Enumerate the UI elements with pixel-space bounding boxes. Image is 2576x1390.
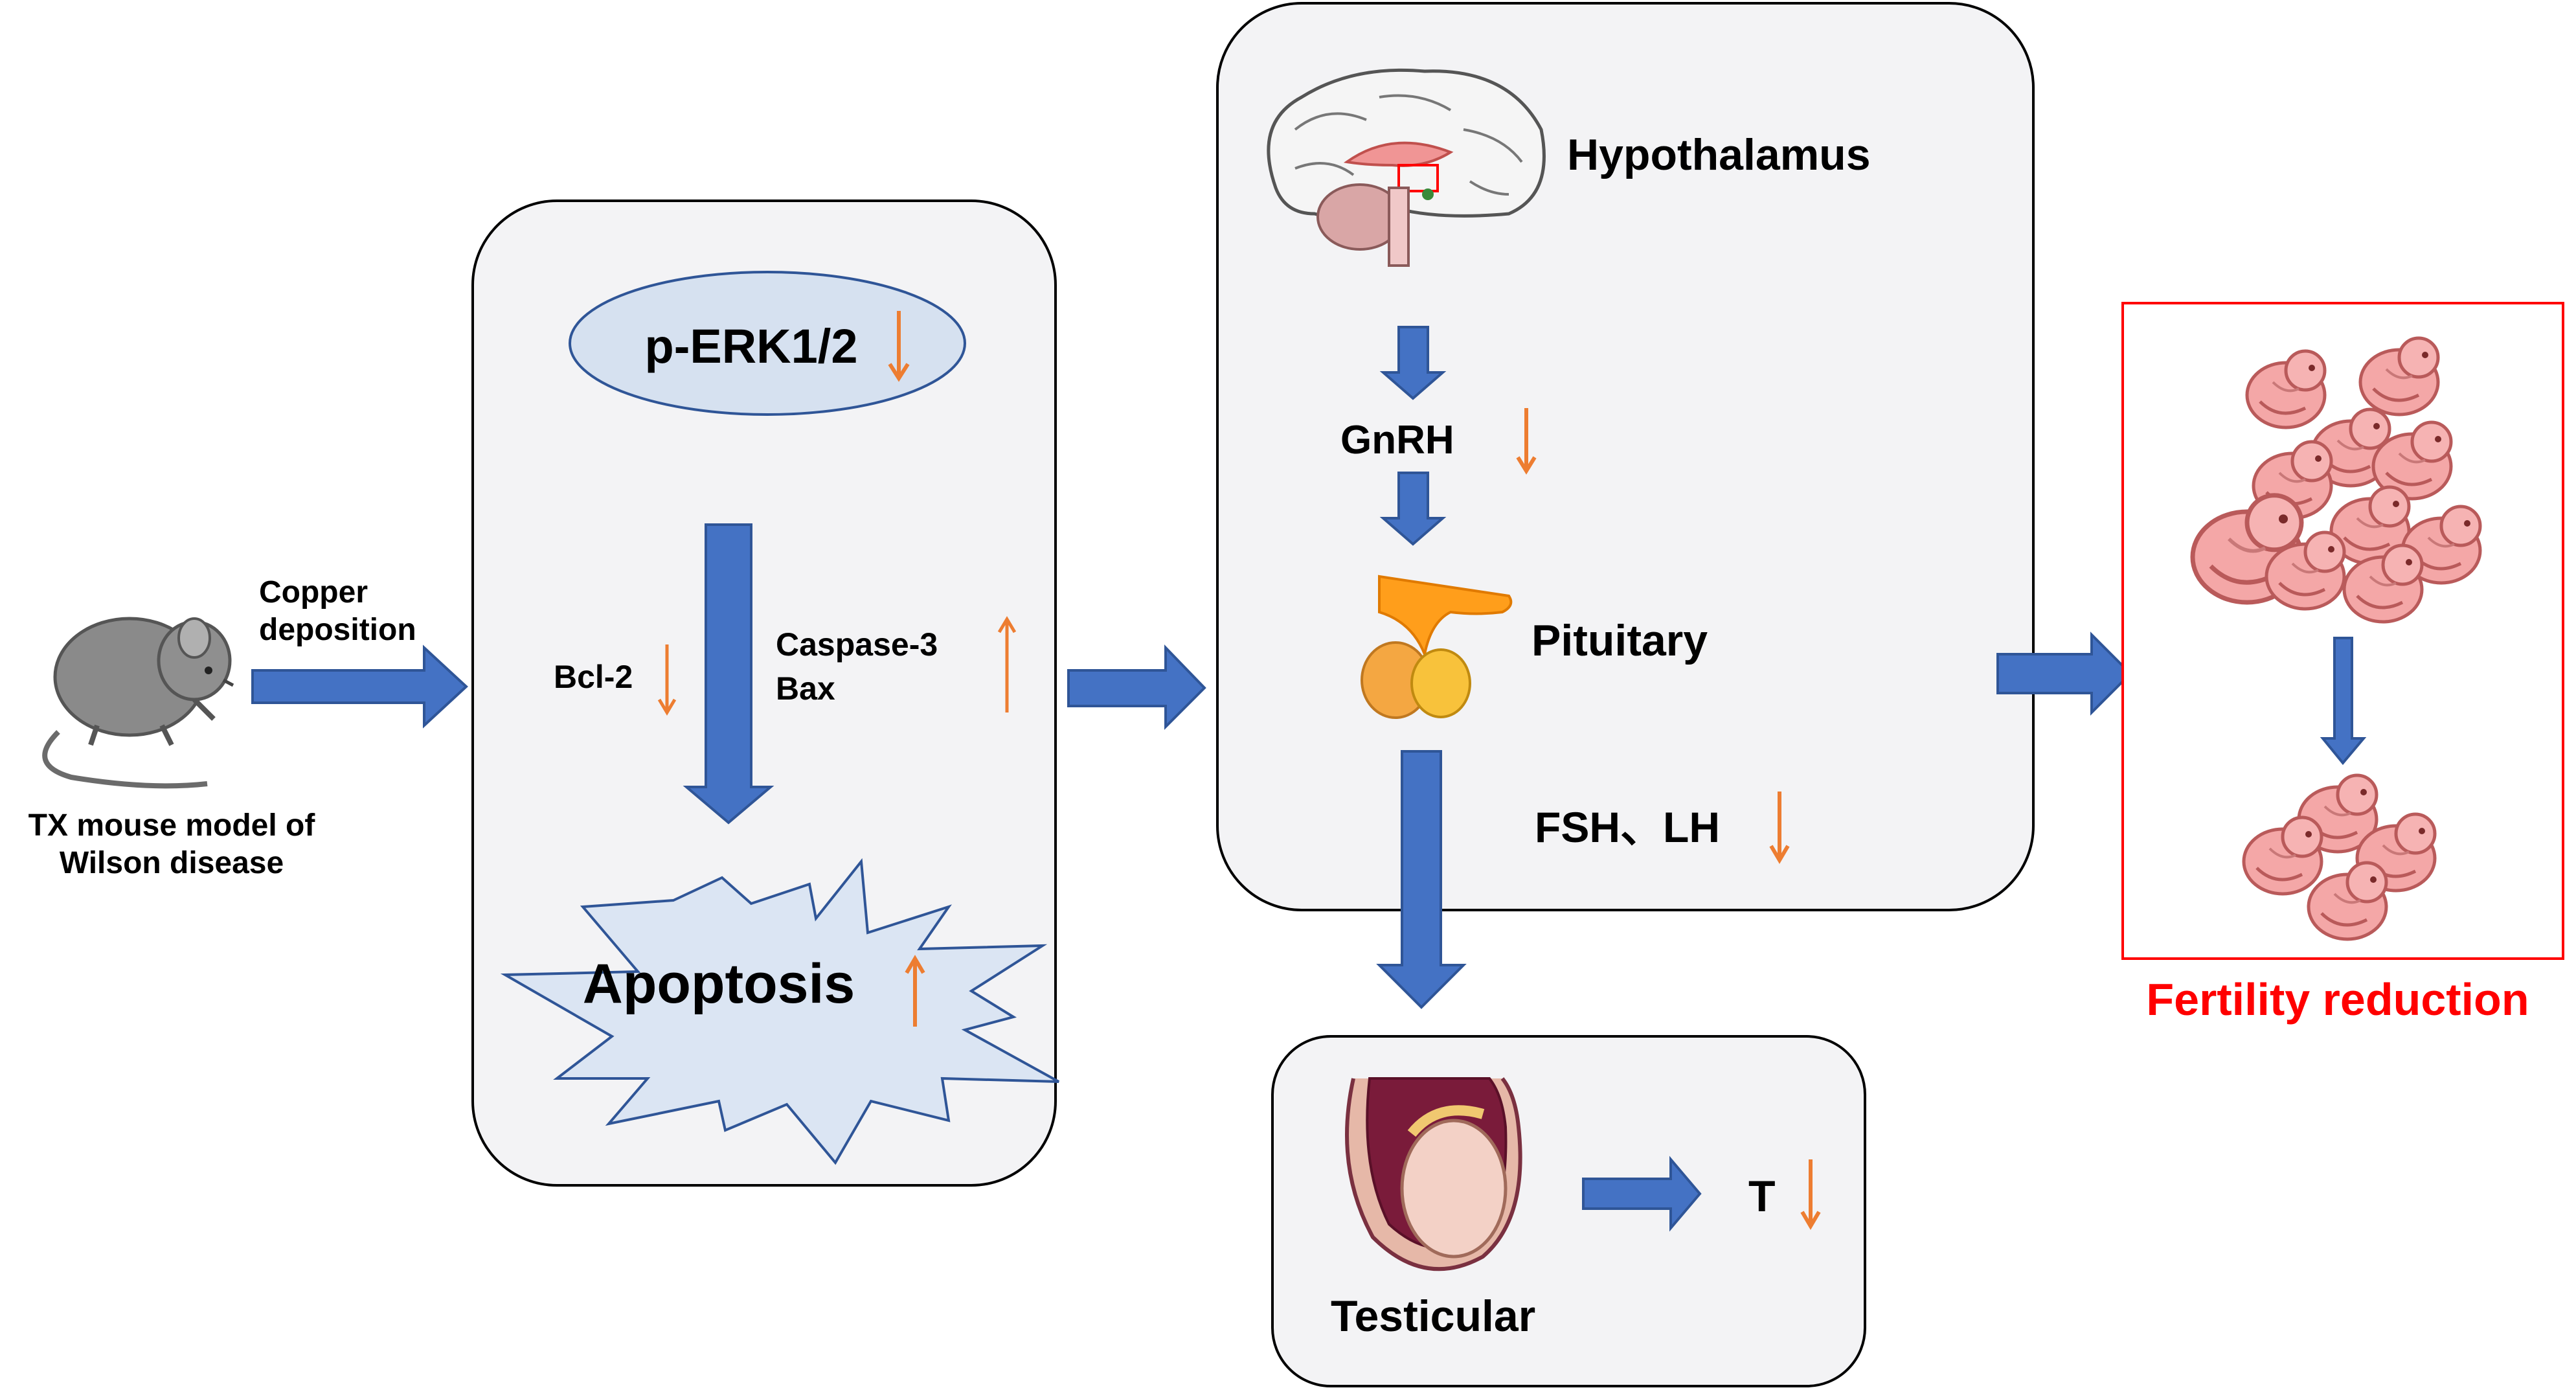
flow-arrow-pups-decrease — [2320, 637, 2367, 766]
fertility-reduction-label: Fertility reduction — [2146, 974, 2529, 1025]
perk-oval — [569, 271, 966, 416]
testis-icon — [1345, 1077, 1522, 1271]
gnrh-label: GnRH — [1340, 418, 1454, 462]
pituitary-icon — [1361, 575, 1513, 719]
t-down-arrow — [1800, 1159, 1821, 1230]
flow-arrow-pituitary-to-testis — [1376, 750, 1467, 1009]
gnrh-down-arrow — [1516, 408, 1537, 475]
hypothalamus-label: Hypothalamus — [1567, 130, 1871, 179]
fertility-outcome-box — [2121, 302, 2564, 960]
flow-arrow-gnrh-to-pituitary — [1379, 472, 1447, 546]
apoptosis-label: Apoptosis — [583, 953, 855, 1015]
brain-icon — [1267, 68, 1546, 267]
flow-arrow-hpg-to-fertility — [1996, 632, 2132, 716]
flow-arrow-hypothalamus-to-gnrh — [1379, 326, 1447, 400]
copper-label-line2: deposition — [259, 613, 416, 647]
bax-label: Bax — [776, 670, 835, 707]
caspase-up-arrow — [997, 616, 1017, 712]
mouse-model-label-line2: Wilson disease — [60, 846, 284, 880]
flow-arrow-perk-to-apoptosis — [683, 523, 774, 825]
mouse-model-label-line1: TX mouse model of — [28, 808, 316, 843]
bcl2-label: Bcl-2 — [554, 659, 633, 695]
flow-arrow-testis-to-t — [1582, 1156, 1702, 1232]
fsh-lh-down-arrow — [1769, 792, 1790, 864]
mouse-icon — [42, 617, 234, 789]
copper-label-line1: Copper — [259, 575, 368, 610]
apoptosis-starburst — [500, 858, 1059, 1165]
perk-label: p-ERK1/2 — [645, 319, 858, 373]
caspase3-label: Caspase-3 — [776, 626, 938, 663]
flow-arrow-mouse-to-apoptosis — [251, 644, 468, 729]
apoptosis-up-arrow — [905, 955, 925, 1027]
flow-arrow-apoptosis-to-hpg — [1067, 644, 1206, 730]
testosterone-label: T — [1748, 1172, 1776, 1221]
perk-down-arrow — [888, 311, 910, 382]
fsh-lh-label: FSH、LH — [1535, 803, 1720, 851]
testicular-label: Testicular — [1331, 1292, 1535, 1341]
pituitary-label: Pituitary — [1531, 616, 1708, 665]
bcl2-down-arrow — [657, 644, 677, 716]
